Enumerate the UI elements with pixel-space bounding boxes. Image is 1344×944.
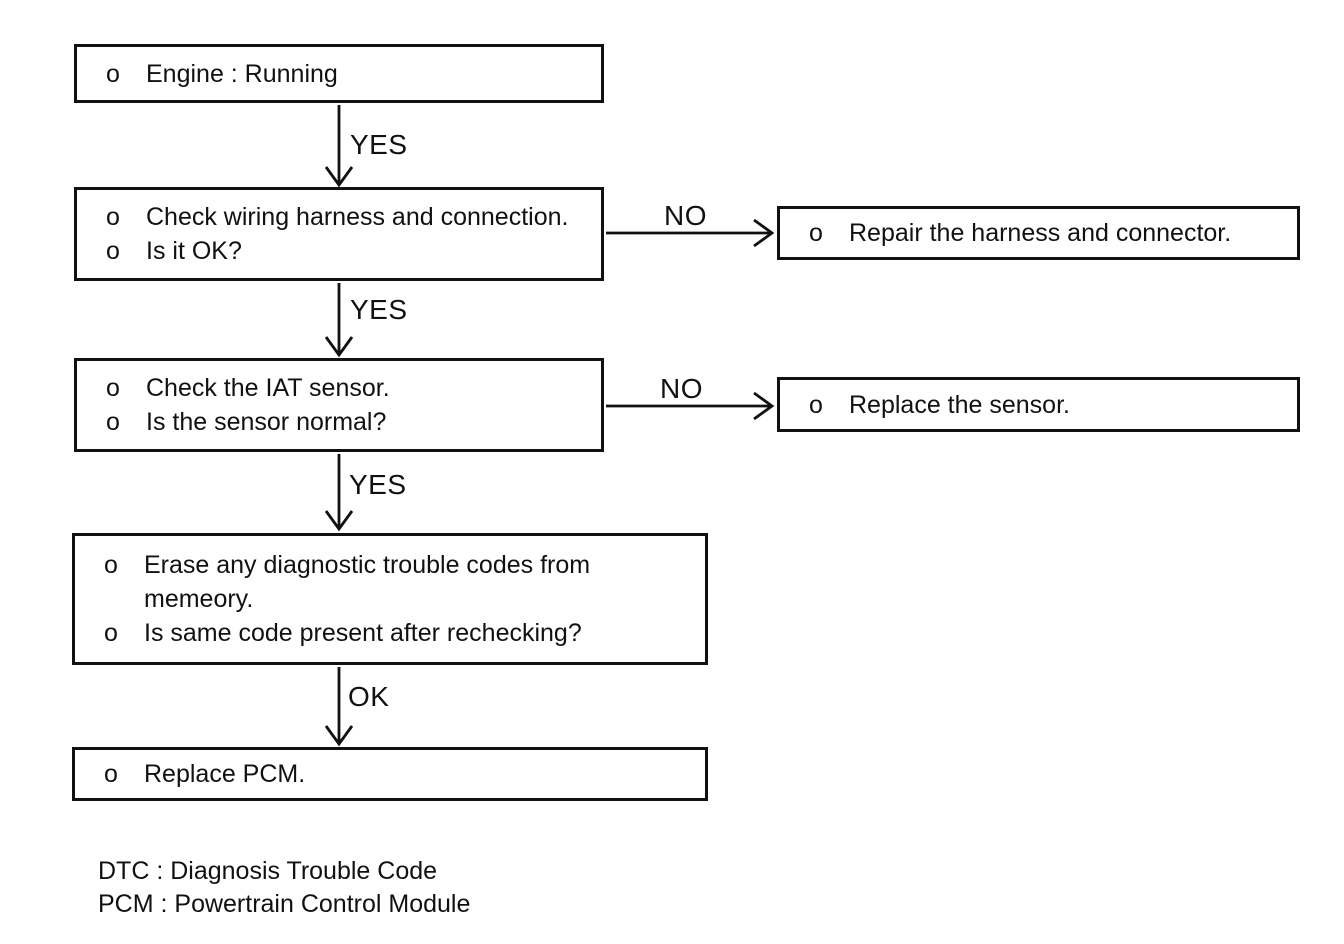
box-text: memeory.: [144, 585, 254, 613]
box-line: o Is it OK?: [106, 234, 597, 268]
bullet-marker: o: [106, 59, 120, 88]
legend-line-dtc: DTC : Diagnosis Trouble Code: [98, 857, 438, 885]
bullet-marker: o: [104, 551, 118, 579]
arrow-down-ok: [324, 667, 354, 747]
box-line: o Replace PCM.: [104, 757, 701, 791]
bullet-marker: o: [104, 619, 118, 647]
box-text: Check wiring harness and connection.: [146, 203, 569, 231]
arrow-down-yes-1: [324, 105, 354, 188]
bullet-marker: o: [106, 237, 120, 265]
box-line: o Is same code present after rechecking?: [104, 616, 701, 650]
arrow-down-yes-2: [324, 283, 354, 358]
box-line: memeory.: [104, 582, 701, 616]
box-text: Replace the sensor.: [849, 390, 1070, 419]
box-text: Is same code present after rechecking?: [144, 619, 582, 647]
bullet-marker: o: [809, 219, 823, 247]
box-line: o Is the sensor normal?: [106, 405, 597, 439]
connector-label-yes-3: YES: [349, 469, 407, 500]
legend-line-pcm: PCM : Powertrain Control Module: [98, 890, 471, 918]
box-text: Repair the harness and connector.: [849, 219, 1232, 247]
connector-label-no-2: NO: [660, 373, 703, 404]
bullet-marker: o: [106, 374, 120, 402]
flow-box-check-wiring: o Check wiring harness and connection. o…: [74, 187, 604, 281]
flow-box-engine-running: o Engine : Running: [74, 44, 604, 103]
box-line: o Repair the harness and connector.: [809, 216, 1293, 250]
box-text: Check the IAT sensor.: [146, 374, 390, 402]
box-text: Replace PCM.: [144, 760, 306, 788]
flow-box-replace-sensor: o Replace the sensor.: [777, 377, 1300, 432]
connector-label-yes-2: YES: [350, 294, 408, 325]
box-line: o Erase any diagnostic trouble codes fro…: [104, 548, 701, 582]
box-line: o Engine : Running: [106, 57, 597, 91]
arrow-right-no-1: [606, 218, 775, 248]
box-text: Erase any diagnostic trouble codes from: [144, 551, 591, 579]
flow-box-check-iat-sensor: o Check the IAT sensor. o Is the sensor …: [74, 358, 604, 452]
box-text: Is the sensor normal?: [146, 408, 387, 436]
arrow-down-yes-3: [324, 454, 354, 532]
box-line: o Check the IAT sensor.: [106, 371, 597, 405]
box-text: Is it OK?: [146, 237, 242, 265]
flow-box-repair-harness: o Repair the harness and connector.: [777, 206, 1300, 260]
flow-box-erase-codes: o Erase any diagnostic trouble codes fro…: [72, 533, 708, 665]
bullet-marker: o: [809, 390, 823, 419]
connector-label-no-1: NO: [664, 200, 707, 231]
connector-label-yes-1: YES: [350, 129, 408, 160]
bullet-marker: o: [106, 408, 120, 436]
bullet-marker: o: [106, 203, 120, 231]
box-line: o Replace the sensor.: [809, 388, 1293, 422]
bullet-marker: o: [104, 760, 118, 788]
arrow-right-no-2: [606, 391, 775, 421]
box-text: Engine : Running: [146, 59, 338, 88]
connector-label-ok: OK: [348, 681, 390, 712]
abbreviation-legend: DTC : Diagnosis Trouble Code PCM : Power…: [98, 855, 470, 921]
flow-box-replace-pcm: o Replace PCM.: [72, 747, 708, 801]
box-line: o Check wiring harness and connection.: [106, 200, 597, 234]
